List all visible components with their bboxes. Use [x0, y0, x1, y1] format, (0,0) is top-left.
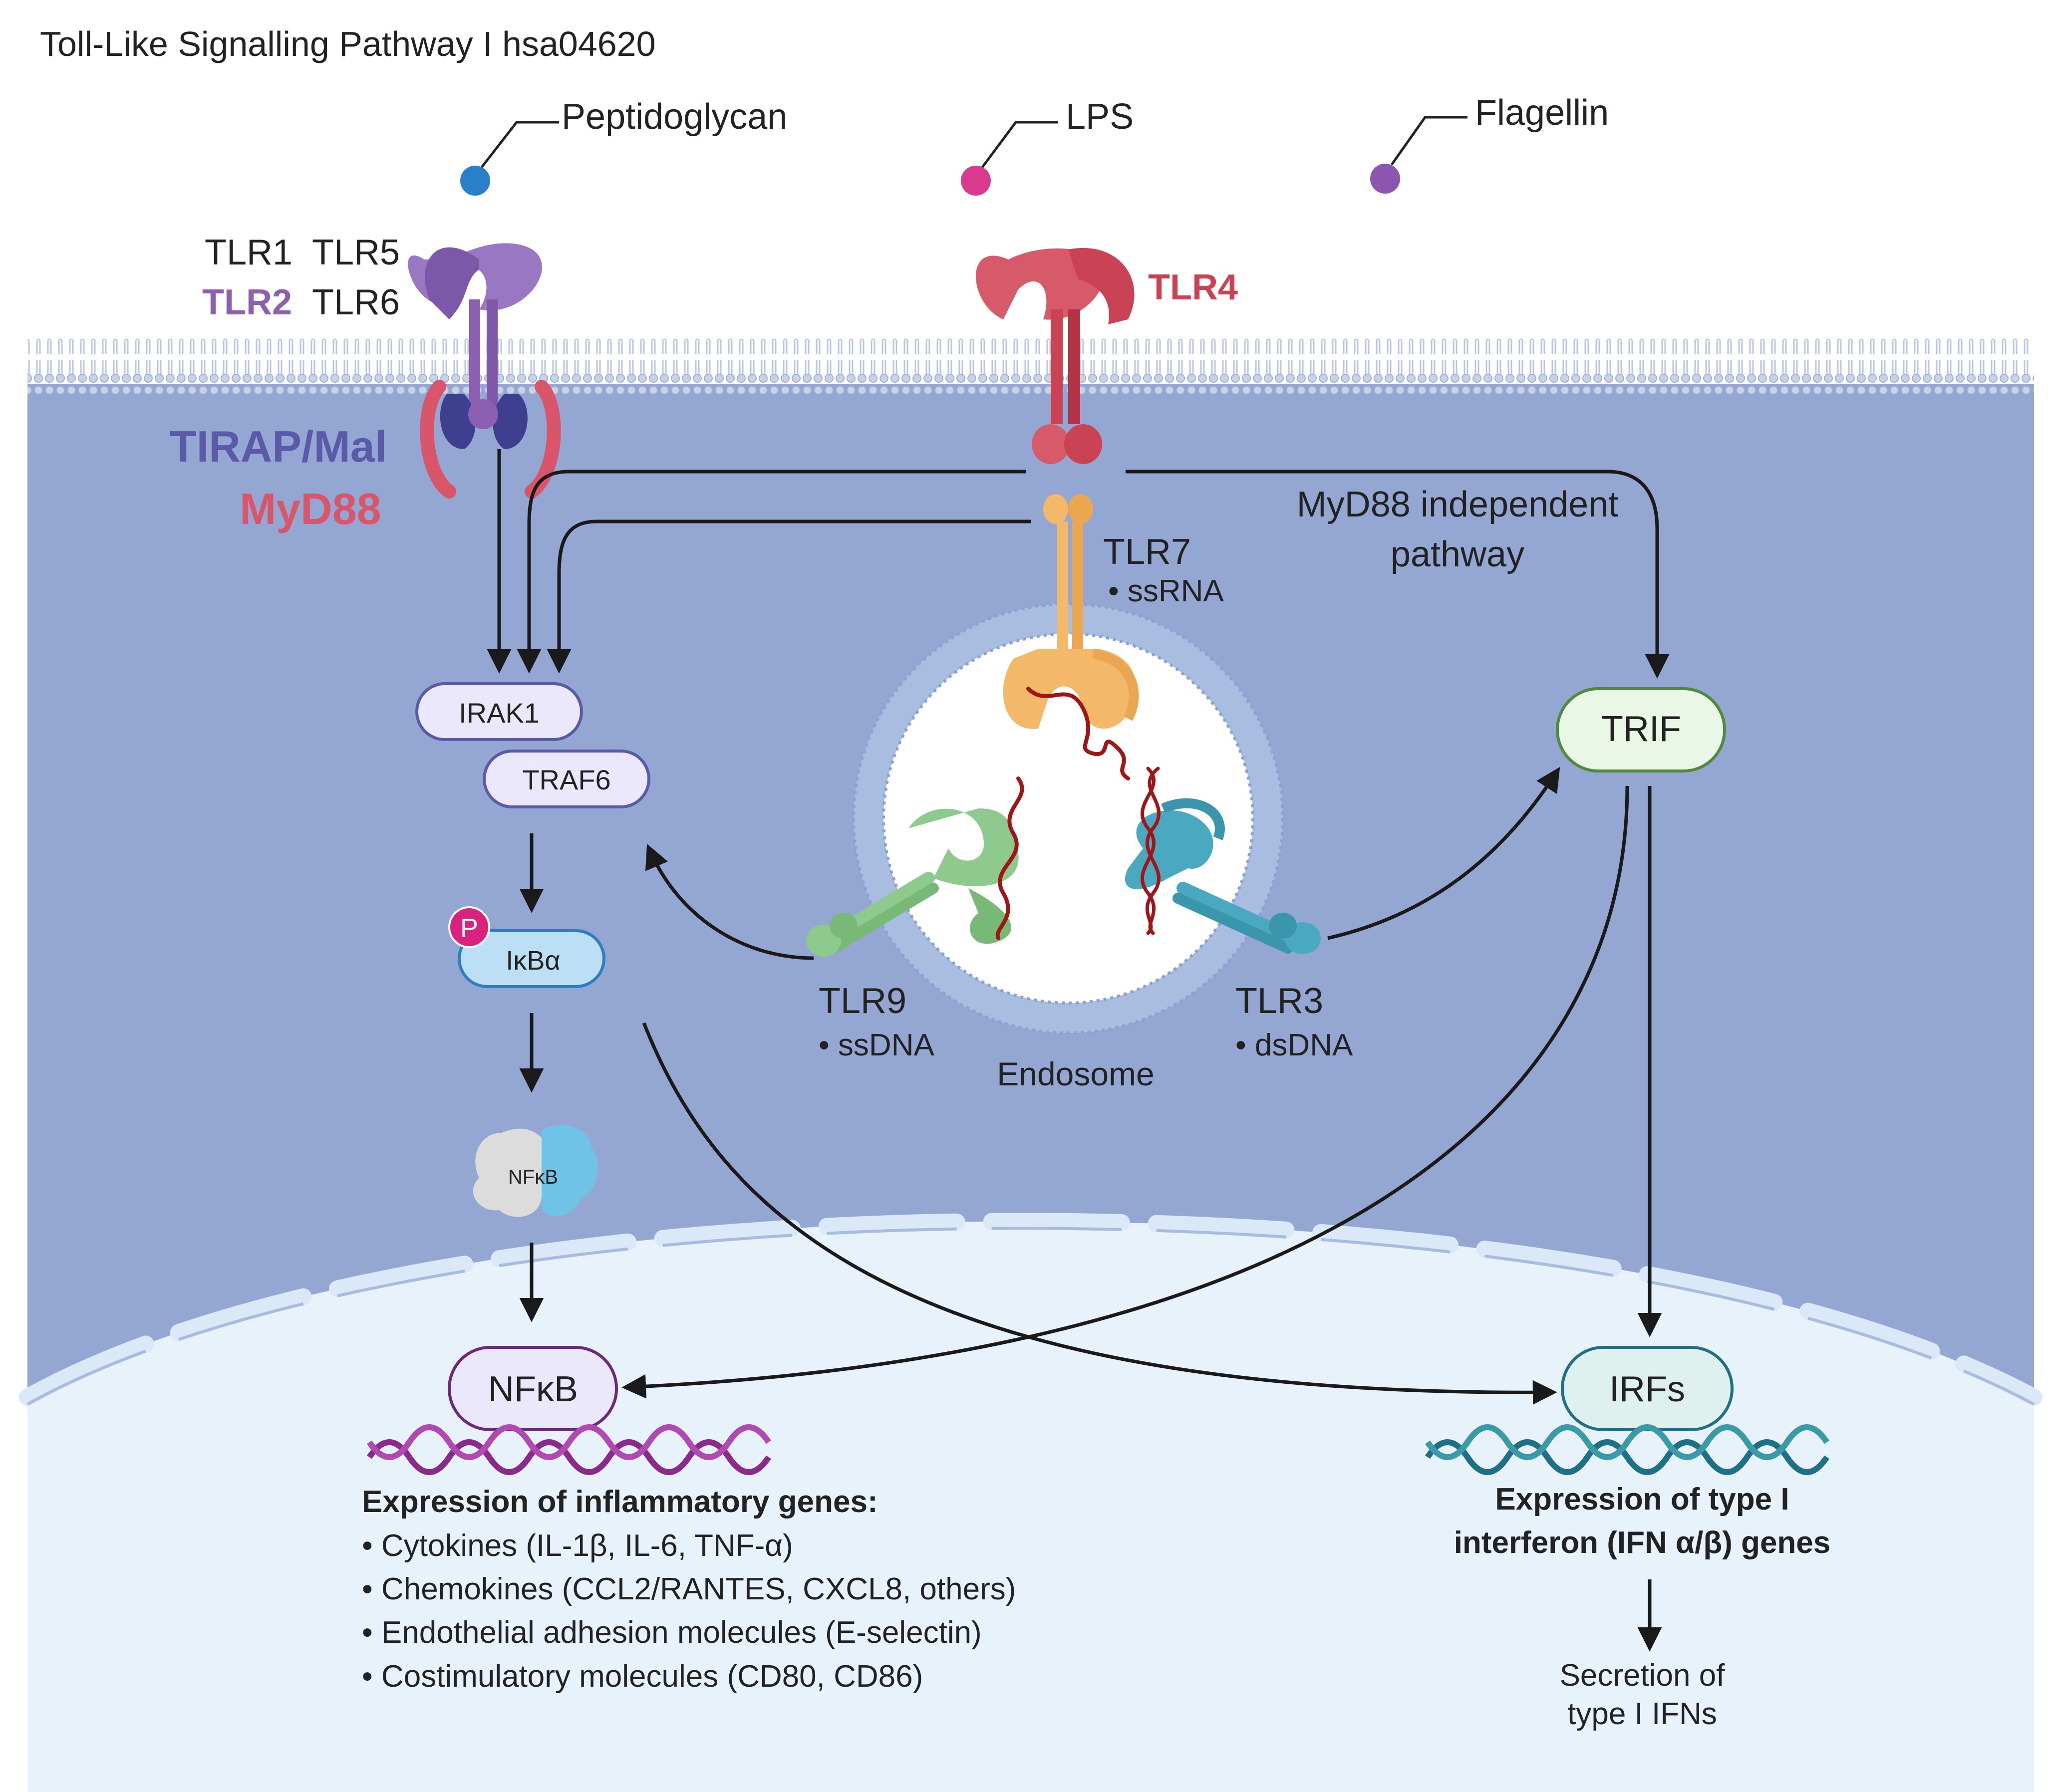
- nfkb-cyto-node: NFκB: [473, 1124, 598, 1217]
- myd88-independent-label: MyD88 independent: [1297, 485, 1618, 524]
- myd88-independent-label-2: pathway: [1391, 534, 1524, 574]
- myd88-label: MyD88: [240, 484, 381, 533]
- tlr9-receptor-icon: [806, 776, 1024, 957]
- peptidoglycan-icon: [460, 166, 490, 196]
- nfkb-label: NFκB: [488, 1369, 578, 1409]
- dsdna-strand-b: [1145, 767, 1161, 935]
- lps-icon: [961, 166, 991, 196]
- inflammatory-item: • Cytokines (IL-1β, IL-6, TNF-α): [362, 1529, 793, 1563]
- signal-arrows: [487, 449, 1670, 1652]
- lps-ligand: LPS: [961, 97, 1134, 196]
- page-title: Toll-Like Signalling Pathway I hsa04620: [40, 24, 656, 63]
- tlr4-label: TLR4: [1148, 267, 1238, 307]
- traf6-label: TRAF6: [522, 764, 610, 795]
- nfkb-node: NFκB: [448, 1346, 618, 1431]
- arrow-tlr4-trif: [1126, 470, 1670, 679]
- tlr1-label: TLR1: [205, 233, 293, 272]
- trif-node: TRIF: [1556, 687, 1726, 772]
- dna-inflammatory-icon: [367, 1424, 771, 1475]
- inflammatory-heading: Expression of inflammatory genes:: [362, 1485, 878, 1519]
- arrow-tlr4-irak1: [517, 470, 1026, 674]
- plasma-membrane: [27, 339, 2034, 394]
- tlr7-receptor-icon: [1003, 494, 1139, 780]
- endosome-label: Endosome: [997, 1055, 1155, 1092]
- nfkb-cyto-label: NFκB: [508, 1166, 558, 1188]
- ssrna-strand: [1026, 687, 1130, 780]
- ikba-node: IκBα P: [448, 906, 605, 988]
- inflammatory-item: • Costimulatory molecules (CD80, CD86): [362, 1659, 923, 1694]
- secretion-label-2: type I IFNs: [1567, 1697, 1717, 1731]
- flagellin-label: Flagellin: [1475, 93, 1609, 133]
- ssdna-strand: [995, 776, 1024, 940]
- trif-label: TRIF: [1601, 709, 1681, 749]
- interferon-heading-2: interferon (IFN α/β) genes: [1454, 1526, 1831, 1560]
- arrow-tlr9-traf6: [645, 843, 814, 960]
- interferon-heading: Expression of type I: [1495, 1482, 1789, 1517]
- nuclear-envelope: [19, 1213, 2043, 1406]
- arrow-tlr7-irak1: [547, 519, 1031, 674]
- flagellin-ligand: Flagellin: [1370, 93, 1609, 194]
- tlr3-label: TLR3: [1235, 981, 1323, 1021]
- tlr4-receptor-icon: [976, 248, 1135, 464]
- lps-label: LPS: [1066, 97, 1134, 137]
- secretion-label: Secretion of: [1560, 1658, 1726, 1693]
- irfs-node: IRFs: [1561, 1346, 1734, 1431]
- flagellin-icon: [1370, 164, 1400, 194]
- tlr7-ligand-label: • ssRNA: [1108, 574, 1224, 608]
- tlr3-receptor-icon: [1125, 767, 1321, 954]
- irak1-label: IRAK1: [459, 697, 540, 729]
- tlr2-receptor-icon: [408, 243, 561, 499]
- peptidoglycan-label: Peptidoglycan: [562, 97, 787, 137]
- tlr6-label: TLR6: [312, 282, 400, 322]
- phosphate-icon: [448, 906, 490, 948]
- inflammatory-item: • Chemokines (CCL2/RANTES, CXCL8, others…: [362, 1572, 1016, 1606]
- ikba-label: IκBα: [506, 946, 560, 976]
- tlr3-ligand-label: • dsDNA: [1235, 1028, 1353, 1062]
- irfs-label: IRFs: [1609, 1369, 1685, 1409]
- tlr9-label: TLR9: [819, 981, 906, 1021]
- tlr2-label: TLR2: [202, 282, 292, 322]
- peptidoglycan-ligand: Peptidoglycan: [460, 97, 787, 196]
- tlr9-ligand-label: • ssDNA: [819, 1028, 934, 1062]
- inflammatory-item: • Endothelial adhesion molecules (E-sele…: [362, 1615, 982, 1650]
- arrow-trif-nfkb: [621, 785, 1629, 1399]
- tlr5-label: TLR5: [312, 233, 400, 272]
- arrow-ikba-irfs: [642, 1022, 1557, 1405]
- irak1-node: IRAK1: [415, 682, 583, 741]
- tirap-label: TIRAP/Mal: [170, 422, 387, 471]
- arrow-tlr3-trif: [1327, 767, 1560, 940]
- dna-interferon-icon: [1425, 1424, 1829, 1475]
- tlr7-label: TLR7: [1103, 532, 1191, 572]
- phosphate-label: P: [460, 913, 478, 943]
- traf6-node: TRAF6: [483, 750, 650, 808]
